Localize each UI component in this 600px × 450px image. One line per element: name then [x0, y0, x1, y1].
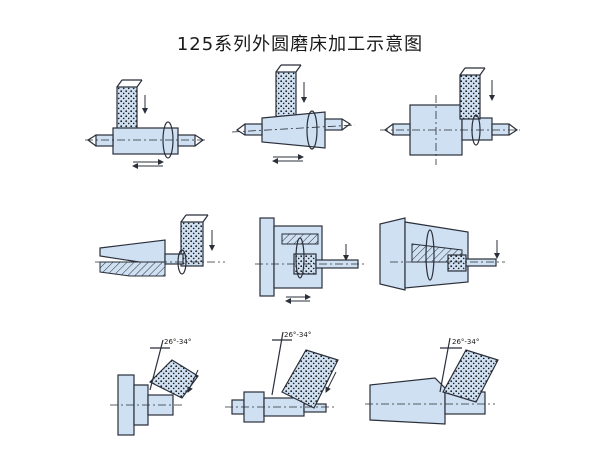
grinding-wheel-icon [459, 74, 481, 120]
feed-arrow-icon [187, 369, 199, 393]
rotation-arrow-icon [295, 237, 305, 279]
workpiece-shoulder-icon [461, 117, 493, 141]
angle-label: 26°-34° [452, 338, 479, 346]
panel-1-cylindrical-grinding [85, 79, 208, 169]
workpiece-icon [112, 127, 179, 155]
grinding-wheel-icon [442, 349, 499, 403]
panel-5-internal-bore [255, 217, 365, 304]
angle-label: 26°-34° [284, 331, 311, 339]
left-center-icon [95, 134, 114, 147]
angle-label: 26°-34° [164, 338, 191, 346]
quill-icon [465, 258, 497, 267]
right-center-icon [324, 118, 343, 131]
panel-4-internal-taper [95, 214, 225, 277]
grinding-wheel-icon [148, 359, 199, 399]
workpiece-icon [133, 384, 149, 426]
left-center-icon [244, 123, 263, 136]
rotation-arrow-icon [471, 114, 481, 146]
grinding-wheel-icon [116, 86, 138, 133]
grinding-wheel-icon [275, 71, 297, 121]
rotation-arrow-icon [425, 229, 435, 281]
rotation-arrow-icon [162, 121, 174, 159]
quill-icon [164, 253, 184, 265]
grinding-wheel-icon [281, 349, 339, 409]
grinding-wheel-icon [447, 254, 467, 272]
left-center-icon [392, 123, 411, 136]
panel-9-angular-shaft: 26°-34° [365, 337, 499, 425]
chuck-icon [379, 217, 406, 291]
panel-8-angular-centers: 26°-34° [225, 331, 339, 423]
right-center-icon [491, 123, 510, 136]
workpiece-icon [369, 377, 446, 425]
panel-3-face-grinding [380, 67, 520, 165]
grinding-wheel-icon [180, 221, 204, 267]
panel-6-internal-taper-chuck [379, 217, 505, 291]
diagram-title: 125系列外圆磨床加工示意图 [176, 34, 424, 55]
panel-2-taper-grinding [231, 64, 356, 164]
workpiece-section-icon [99, 261, 166, 277]
rotation-arrow-icon [177, 249, 187, 275]
workpiece-section-icon [281, 233, 319, 245]
chuck-icon [259, 217, 275, 297]
rotation-arrow-icon [306, 110, 318, 150]
panel-7-angular-face: 26°-34° [110, 338, 199, 436]
right-center-icon [177, 134, 196, 147]
feed-arrow-icon [325, 371, 337, 393]
